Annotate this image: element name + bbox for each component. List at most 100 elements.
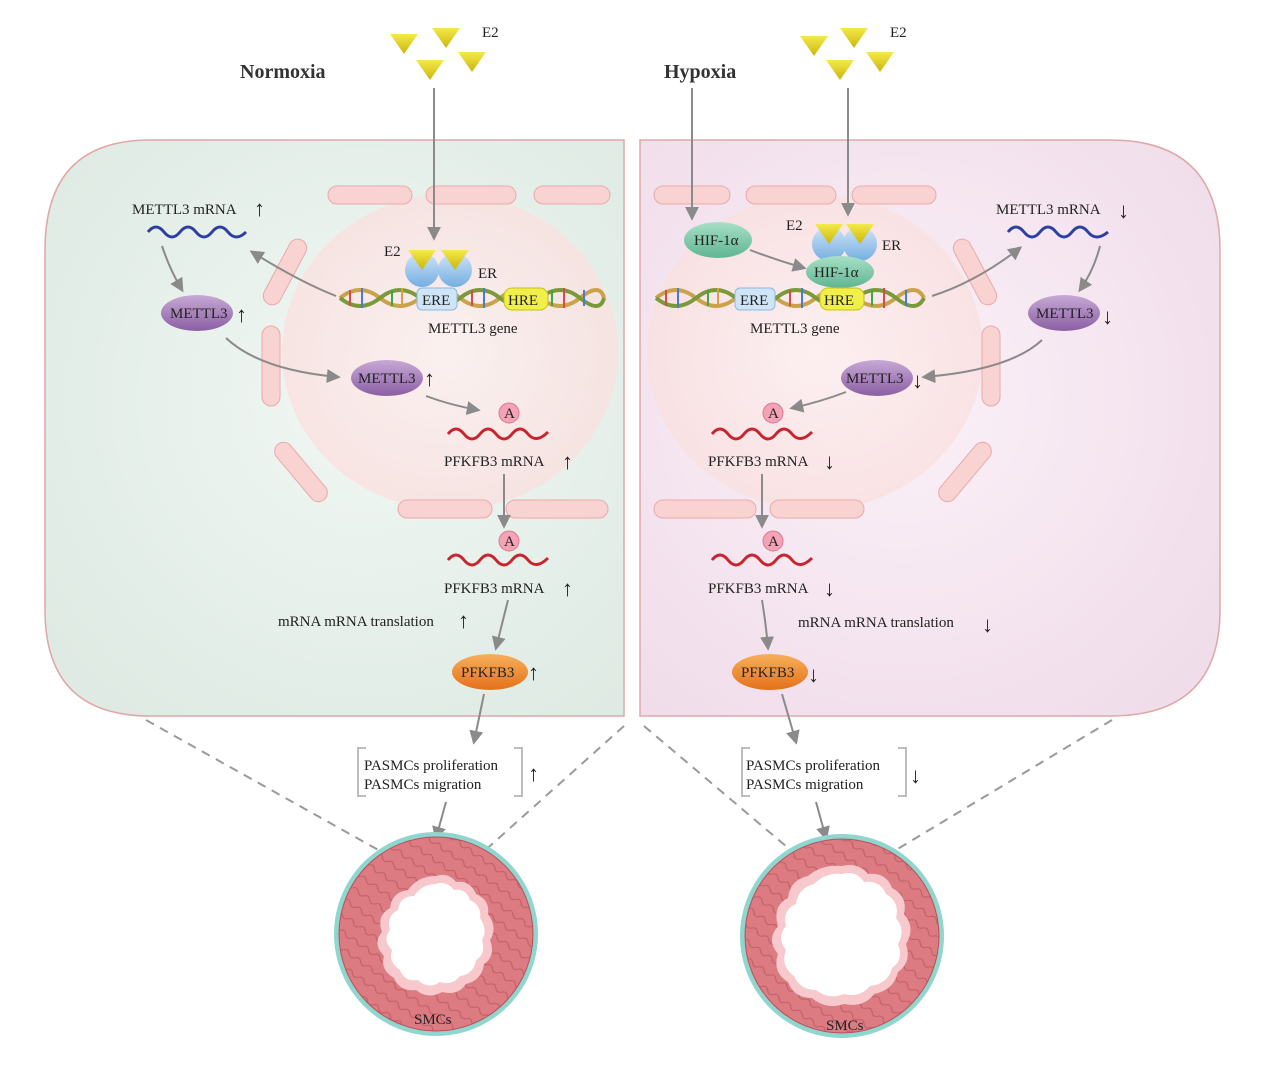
gene-label-normoxia: METTL3 gene (428, 321, 518, 337)
down-arrow-mettl3-mrna-hypoxia: ↓ (1118, 198, 1129, 223)
pfkfb3-label-normoxia: PFKFB3 (461, 665, 514, 681)
pfkfb3-mrna-cyto-label-normoxia: PFKFB3 mRNA (444, 581, 545, 597)
nucleus-hypoxia (647, 185, 1001, 519)
migration-label-hypoxia: PASMCs migration (746, 777, 864, 793)
up-arrow-pfkfb3-normoxia: ↑ (528, 660, 539, 685)
ere-box-normoxia (416, 287, 458, 311)
pfkfb3-node-hypoxia (732, 654, 808, 690)
mettl3-nuc-node-hypoxia (841, 360, 913, 396)
mettl3-cyto-node-normoxia (161, 295, 233, 331)
m6a-label-cyto-normoxia: A (504, 534, 515, 550)
ere-box-hypoxia (734, 287, 776, 311)
down-arrow-pfkfb3-mrna-cyto-hypoxia: ↓ (824, 576, 835, 601)
pfkfb3-mrna-wave-cyto-hypoxia (710, 553, 814, 567)
smcs-label-normoxia: SMCs (414, 1012, 452, 1028)
m6a-badge-nuc-hypoxia (762, 402, 784, 424)
e2-ligand-cluster-normoxia (390, 28, 486, 80)
mettl3-nuc-label-hypoxia: METTL3 (846, 371, 904, 387)
pfkfb3-mrna-wave-nuc-normoxia (446, 427, 550, 441)
migration-label-normoxia: PASMCs migration (364, 777, 482, 793)
pfkfb3-mrna-wave-nuc-hypoxia (710, 427, 814, 441)
arrow-mettl3-import-hypoxia (921, 339, 1043, 384)
up-arrow-mettl3-nuc-normoxia: ↑ (424, 366, 435, 391)
mettl3-nuc-node-normoxia (351, 360, 423, 396)
e2-label-receptor-hypoxia: E2 (786, 218, 803, 234)
up-arrow-mettl3-cyto-normoxia: ↑ (236, 302, 247, 327)
hif-cyto-label: HIF-1α (694, 233, 739, 249)
translation-label-normoxia: mRNA mRNA translation (278, 614, 434, 630)
e2-label-receptor-normoxia: E2 (384, 244, 401, 260)
vessel-cross-section-hypoxia (740, 834, 944, 1038)
pfkfb3-node-normoxia (452, 654, 528, 690)
down-arrow-phenotype-hypoxia: ↓ (910, 763, 921, 788)
arrow-mettl3-to-pfkfb3-mrna-normoxia (425, 395, 481, 415)
mettl3-mrna-label-normoxia: METTL3 mRNA (132, 202, 237, 218)
phenotype-bracket-hypoxia (741, 747, 907, 797)
up-arrow-pfkfb3-mrna-cyto-normoxia: ↑ (562, 576, 573, 601)
mettl3-mrna-wave-hypoxia (1006, 225, 1109, 239)
down-arrow-pfkfb3-mrna-nuc-hypoxia: ↓ (824, 449, 835, 474)
arrow-phenotype-to-vessel-hypoxia (815, 801, 830, 841)
translation-label-hypoxia: mRNA mRNA translation (798, 615, 954, 631)
hre-label-normoxia: HRE (508, 293, 538, 309)
arrow-phenotype-to-vessel-normoxia (432, 801, 447, 841)
arrow-gene-to-mrna-normoxia (249, 250, 337, 297)
arrow-translation-normoxia (491, 599, 509, 651)
pfkfb3-mrna-nuc-label-normoxia: PFKFB3 mRNA (444, 454, 545, 470)
m6a-label-nuc-hypoxia: A (768, 406, 779, 422)
pfkfb3-mrna-cyto-label-hypoxia: PFKFB3 mRNA (708, 581, 809, 597)
mettl3-cyto-label-hypoxia: METTL3 (1036, 306, 1094, 322)
down-arrow-translation-hypoxia: ↓ (982, 612, 993, 637)
up-arrow-phenotype-normoxia: ↑ (528, 761, 539, 786)
proliferation-label-normoxia: PASMCs proliferation (364, 758, 499, 774)
pfkfb3-label-hypoxia: PFKFB3 (741, 665, 794, 681)
ere-label-hypoxia: ERE (740, 293, 768, 309)
down-arrow-pfkfb3-hypoxia: ↓ (808, 662, 819, 687)
up-arrow-pfkfb3-mrna-nuc-normoxia: ↑ (562, 449, 573, 474)
pfkfb3-mrna-wave-cyto-normoxia (446, 553, 550, 567)
mettl3-mrna-label-hypoxia: METTL3 mRNA (996, 202, 1101, 218)
up-arrow-translation-normoxia: ↑ (458, 608, 469, 633)
phenotype-bracket-normoxia (357, 747, 523, 797)
e2-ligand-cluster-hypoxia (800, 28, 894, 80)
mettl3-cyto-label-normoxia: METTL3 (170, 306, 228, 322)
arrow-hif-to-nucleus (749, 249, 807, 272)
proliferation-label-hypoxia: PASMCs proliferation (746, 758, 881, 774)
arrow-mrna-to-mettl3-hypoxia (1078, 245, 1101, 293)
m6a-badge-cyto-normoxia (498, 530, 520, 552)
hre-box-hypoxia (819, 287, 865, 311)
smcs-label-hypoxia: SMCs (826, 1018, 864, 1034)
arrow-pfkfb3-to-phenotype-hypoxia (781, 693, 800, 745)
dna-helix-hypoxia (654, 288, 926, 308)
e2-label-top-hypoxia: E2 (890, 25, 907, 41)
er-label-hypoxia: ER (882, 238, 901, 254)
down-arrow-mettl3-cyto-hypoxia: ↓ (1102, 304, 1113, 329)
mettl3-nuc-label-normoxia: METTL3 (358, 371, 416, 387)
mettl3-mrna-wave-normoxia (146, 225, 248, 239)
arrow-pfkfb3-to-phenotype-normoxia (469, 693, 485, 745)
hif-cyto-node (684, 222, 752, 258)
er-receptor-normoxia (405, 250, 472, 287)
ere-label-normoxia: ERE (422, 293, 450, 309)
down-arrow-mettl3-nuc-hypoxia: ↓ (912, 368, 923, 393)
m6a-label-nuc-normoxia: A (504, 406, 515, 422)
er-label-normoxia: ER (478, 266, 497, 282)
vessel-cross-section-normoxia (334, 832, 538, 1036)
arrow-mrna-to-mettl3-normoxia (161, 245, 184, 293)
hif-nuc-label: HIF-1α (814, 265, 859, 281)
m6a-label-cyto-hypoxia: A (768, 534, 779, 550)
m6a-badge-cyto-hypoxia (762, 530, 784, 552)
m6a-badge-nuc-normoxia (498, 402, 520, 424)
arrow-gene-to-mrna-hypoxia (931, 246, 1023, 297)
gene-label-hypoxia: METTL3 gene (750, 321, 840, 337)
hre-box-normoxia (503, 287, 549, 311)
mettl3-cyto-node-hypoxia (1028, 295, 1100, 331)
pfkfb3-mrna-nuc-label-hypoxia: PFKFB3 mRNA (708, 454, 809, 470)
e2-label-top-normoxia: E2 (482, 25, 499, 41)
arrow-mettl3-to-pfkfb3-mrna-hypoxia (789, 391, 847, 413)
hre-label-hypoxia: HRE (824, 293, 854, 309)
up-arrow-mettl3-mrna-normoxia: ↑ (254, 196, 265, 221)
title-normoxia: Normoxia (240, 61, 326, 83)
er-hif-complex-hypoxia (806, 224, 877, 288)
